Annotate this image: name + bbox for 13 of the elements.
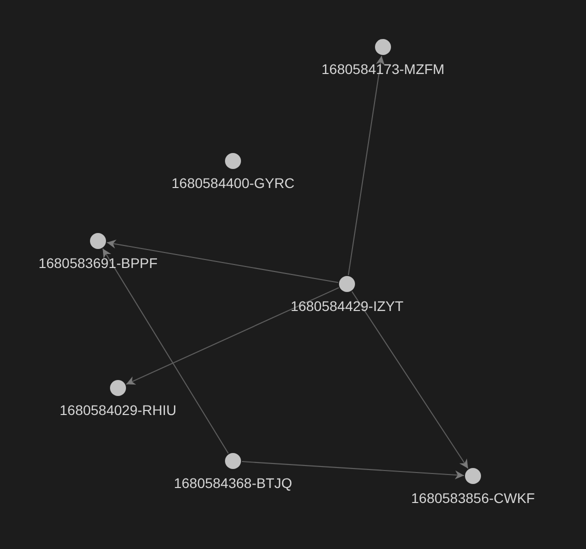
- arrow: [126, 287, 340, 385]
- node-label: 1680583856-CWKF: [411, 490, 535, 506]
- arrow: [348, 55, 385, 276]
- arrow: [241, 461, 465, 480]
- node-label: 1680583691-BPPF: [38, 255, 158, 271]
- node-label: 1680584429-IZYT: [290, 298, 404, 314]
- node-label: 1680584400-GYRC: [172, 175, 294, 191]
- node-label: 1680584173-MZFM: [322, 61, 444, 77]
- arrow: [351, 291, 469, 469]
- arrow: [102, 248, 229, 454]
- arrow: [106, 240, 339, 283]
- node-label: 1680584029-RHIU: [60, 402, 176, 418]
- node-label: 1680584368-BTJQ: [174, 475, 292, 491]
